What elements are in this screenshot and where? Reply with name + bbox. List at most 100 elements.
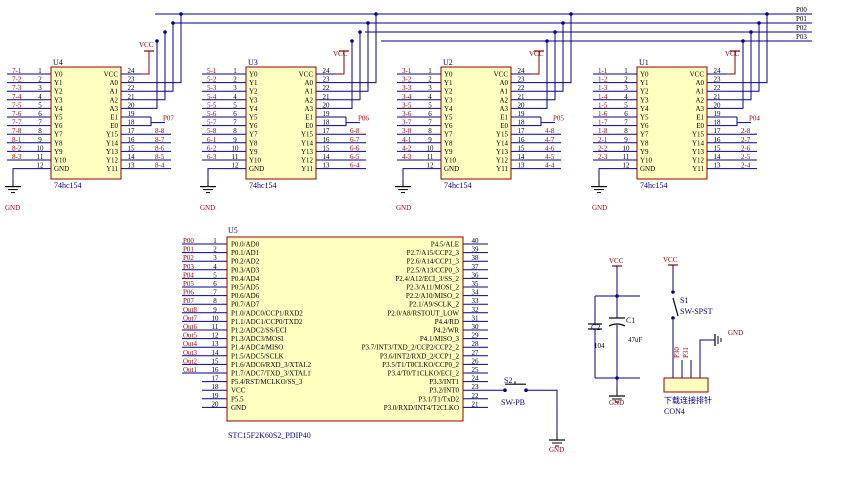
decoder-u4-pin-num: 8 <box>38 127 42 135</box>
decoder-u4-pin-num: 14 <box>128 153 136 161</box>
decoder-u4-in-net: 8-3 <box>12 153 22 161</box>
mcu-pin-name: P5.5 <box>231 395 244 403</box>
gnd-label-caps: GND <box>609 399 624 407</box>
decoder-u2-pin-num: 5 <box>428 101 432 109</box>
mcu-pin-name: P1.6/ADC6/RXD_3/XTAL2 <box>231 361 312 369</box>
mcu-pin-num: 39 <box>472 246 480 254</box>
mcu-pin-name: P3.6/INT2/RXD_2/CCP1_2 <box>380 352 460 360</box>
s2-ref: S2 <box>504 376 512 385</box>
decoder-u1-pin-name: Y11 <box>692 165 704 173</box>
decoder-u1-pin-name: Y3 <box>640 96 649 104</box>
decoder-u1-pin-num: 24 <box>714 67 722 75</box>
decoder-u3-pin-name: GND <box>249 165 264 173</box>
decoder-u2-pin-name: E1 <box>500 114 508 122</box>
decoder-u1-out-net: 2-5 <box>741 153 751 161</box>
decoder-u1-pin-name: Y0 <box>640 71 649 79</box>
decoder-u4-in-net: 7-7 <box>12 119 22 127</box>
decoder-u2-pin-name: Y4 <box>444 105 453 113</box>
mcu-pin-num: 8 <box>213 297 217 305</box>
decoder-u2-pin-name: Y9 <box>444 148 453 156</box>
decoder-u4-pin-name: Y1 <box>54 79 63 87</box>
mcu-pin-num: 15 <box>212 357 220 365</box>
decoder-u3-pin-num: 19 <box>323 110 331 118</box>
decoder-u1-in-net: 2-2 <box>598 144 608 152</box>
decoder-u4-pin-name: A2 <box>109 96 118 104</box>
c1-plate-bottom <box>608 323 626 327</box>
decoder-u3-pin-num: 4 <box>233 93 237 101</box>
decoder-u2-pin-num: 13 <box>518 162 526 170</box>
decoder-u3-pin-num: 23 <box>323 76 331 84</box>
decoder-u1-pin-num: 11 <box>623 153 630 161</box>
mcu-pin-name: P2.2/A10/MISO_2 <box>406 292 460 300</box>
decoder-u4-pin-num: 16 <box>128 136 136 144</box>
mcu-pin-num: 1 <box>213 237 217 245</box>
decoder-u1-pin-num: 20 <box>714 101 722 109</box>
decoder-u4-pin-name: Y9 <box>54 148 63 156</box>
decoder-u2-in-net: 3-8 <box>402 127 412 135</box>
mcu-net-label: P01 <box>183 246 194 254</box>
decoder-u2-pin-name: A3 <box>499 105 508 113</box>
decoder-u3-in-net: 5-3 <box>207 84 217 92</box>
decoder-u1-pin-num: 17 <box>714 127 722 135</box>
decoder-u1-pin-num: 21 <box>714 93 722 101</box>
mcu-pin-name: P0.0/AD0 <box>231 241 260 249</box>
mcu-pin-name: P2.0/A8/RSTOUT_LOW <box>387 309 459 317</box>
decoder-u4-pin-num: 3 <box>38 84 42 92</box>
decoder-u2-pin-name: A0 <box>499 79 508 87</box>
mcu-pin-num: 25 <box>472 366 480 374</box>
decoder-u3-pin-num: 8 <box>233 127 237 135</box>
decoder-u4-pin-name: Y0 <box>54 71 63 79</box>
decoder-u2-addr-junction <box>553 30 557 34</box>
decoder-u1-pin-name: A0 <box>695 79 704 87</box>
s1-ref: S1 <box>680 296 688 305</box>
decoder-u1-in-net: 1-4 <box>598 93 608 101</box>
decoder-u4-pin-name: Y11 <box>106 165 118 173</box>
decoder-u2-pin-name: Y1 <box>444 79 453 87</box>
decoder-u2-pin-num: 18 <box>518 119 526 127</box>
decoder-u4-out-net: 8-7 <box>155 136 165 144</box>
mcu-pin-num: 26 <box>472 357 480 365</box>
decoder-u3-pin-num: 5 <box>233 101 237 109</box>
decoder-u4-pin-name: Y14 <box>106 139 119 147</box>
decoder-u2-pin-num: 14 <box>518 153 526 161</box>
mcu-pin-num: 11 <box>212 323 219 331</box>
decoder-u1-pin-name: Y13 <box>692 148 705 156</box>
mcu-pin-num: 12 <box>212 332 220 340</box>
decoder-u3-pin-num: 12 <box>232 162 240 170</box>
decoder-u2-pin-num: 23 <box>518 76 526 84</box>
decoder-u3-in-net: 6-3 <box>207 153 217 161</box>
decoder-u3-pin-num: 18 <box>323 119 331 127</box>
decoder-u2-pin-num: 24 <box>518 67 526 75</box>
decoder-u3-pin-name: Y10 <box>249 157 262 165</box>
gnd-label-u3: GND <box>200 204 215 212</box>
decoder-u3-pin-num: 15 <box>323 144 331 152</box>
decoder-u3-pin-name: Y4 <box>249 105 258 113</box>
mcu-pin-name: P3.0/RXD/INT4/T2CLKO <box>384 404 459 412</box>
decoder-u4-addr-wire-a1 <box>141 23 174 92</box>
decoder-u4-pin-num: 6 <box>38 110 42 118</box>
decoder-u3-pin-name: A0 <box>304 79 313 87</box>
decoder-u4-pin-num: 9 <box>38 136 42 144</box>
decoder-u4-pin-num: 22 <box>128 84 136 92</box>
decoder-u2-pin-num: 20 <box>518 101 526 109</box>
decoder-u2-pin-num: 19 <box>518 110 526 118</box>
decoder-u1-pin-num: 3 <box>624 84 628 92</box>
decoder-u4-out-net: 8-5 <box>155 153 165 161</box>
decoder-u4-out-net: 8-4 <box>155 162 165 170</box>
decoder-u4-pin-name: Y13 <box>106 148 119 156</box>
decoder-u2-pin-name: GND <box>444 165 459 173</box>
decoder-u4-pin-name: VCC <box>104 71 119 79</box>
mcu-pin-name: P2.3/A11/MOSI_2 <box>406 284 459 292</box>
mcu-pin-name: GND <box>231 404 246 412</box>
parts-layer: U474hc154Y017-1Y127-2Y237-3Y347-4Y457-5Y… <box>12 58 760 422</box>
mcu-pin-num: 35 <box>472 280 480 288</box>
mcu-pin-name: P4.5/ALE <box>431 241 459 249</box>
decoder-u1-addr-wire-a2 <box>727 32 752 101</box>
mcu-net-label: P06 <box>183 289 194 297</box>
decoder-u2-pin-num: 7 <box>428 119 432 127</box>
mcu-pin-num: 21 <box>472 400 480 408</box>
decoder-u3-pin-num: 21 <box>323 93 331 101</box>
decoder-u3-addr-junction <box>350 39 354 43</box>
decoder-u4-pin-name: Y12 <box>106 157 119 165</box>
decoder-u2-pin-num: 3 <box>428 84 432 92</box>
